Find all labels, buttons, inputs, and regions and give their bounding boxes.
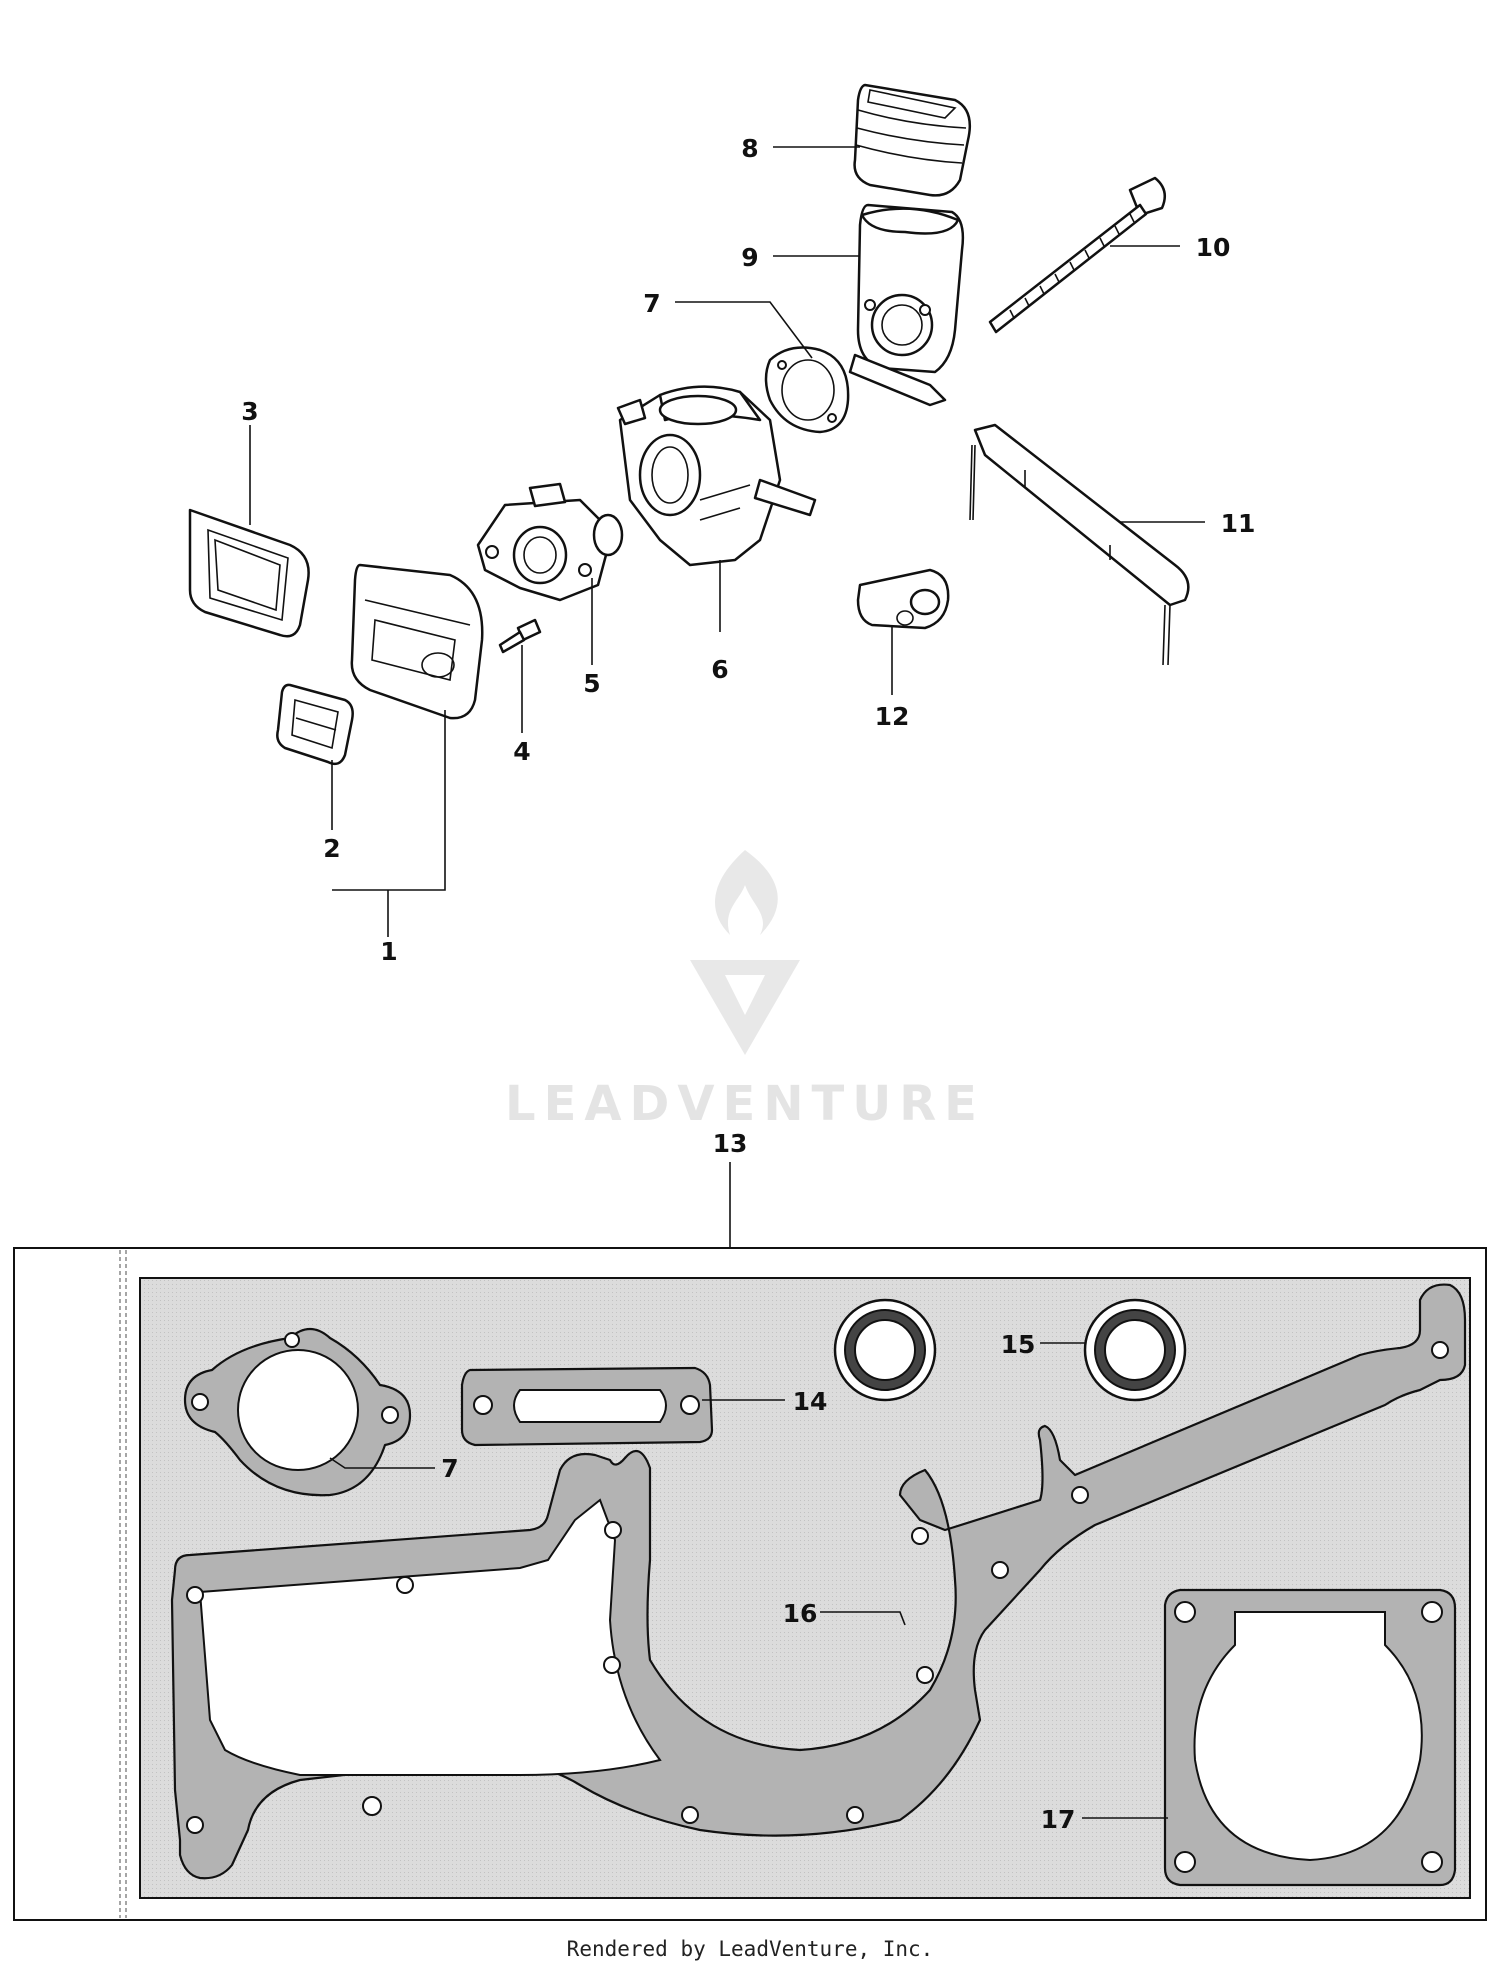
part-8-intake-boot (853, 83, 972, 197)
leadventure-watermark: LEADVENTURE (505, 850, 985, 1132)
kit-callout-17: 17 (1041, 1805, 1076, 1834)
upper-leader-lines (249, 146, 1205, 937)
callout-5: 5 (583, 669, 600, 698)
kit-seal-15-left (833, 1298, 937, 1402)
part-9-carburetor-adapter (848, 203, 965, 407)
kit-gasket-17 (1163, 1588, 1457, 1887)
watermark-text: LEADVENTURE (505, 1076, 985, 1132)
kit-callout-7: 7 (441, 1454, 458, 1483)
callout-12: 12 (875, 702, 910, 731)
callout-2: 2 (323, 834, 340, 863)
part-7-carburetor-gasket (764, 346, 850, 434)
part-4-screw (498, 618, 542, 654)
kit-seal-15-right (1083, 1298, 1187, 1402)
callout-3: 3 (241, 397, 258, 426)
watermark-v-icon (690, 960, 800, 1055)
kit-gasket-16 (170, 1283, 1467, 1880)
callout-1: 1 (380, 937, 397, 966)
callout-8: 8 (741, 134, 758, 163)
watermark-flame-icon (714, 850, 778, 935)
callout-9: 9 (741, 243, 758, 272)
callout-11: 11 (1221, 509, 1256, 538)
part-5-intake-elbow (476, 482, 624, 602)
part-12-twin-sleeve (856, 568, 950, 630)
kit-callout-14: 14 (793, 1387, 828, 1416)
callout-6: 6 (711, 655, 728, 684)
kit-leader-lines (329, 1342, 1168, 1819)
part-10-long-bolt (988, 176, 1167, 334)
part-2-small-gasket (276, 683, 354, 766)
callout-10: 10 (1196, 233, 1231, 262)
callout-4: 4 (513, 737, 530, 766)
part-3-filter-frame (188, 508, 310, 638)
callout-7: 7 (643, 289, 660, 318)
kit-gasket-14 (460, 1366, 714, 1447)
kit-callout-16: 16 (783, 1599, 818, 1628)
render-credit-footer: Rendered by LeadVenture, Inc. (566, 1937, 934, 1961)
kit-callouts: 7 14 15 16 17 (441, 1330, 1075, 1834)
upper-callouts: 1 2 3 4 5 6 7 8 9 10 11 12 13 (241, 134, 1255, 1158)
kit-gasket-7 (183, 1327, 412, 1497)
part-1-reed-valve-assembly (350, 563, 484, 720)
callout-13: 13 (713, 1129, 748, 1158)
kit-callout-15: 15 (1001, 1330, 1036, 1359)
part-11-bracket-rod (969, 423, 1190, 666)
part-6-carburetor (616, 385, 817, 567)
